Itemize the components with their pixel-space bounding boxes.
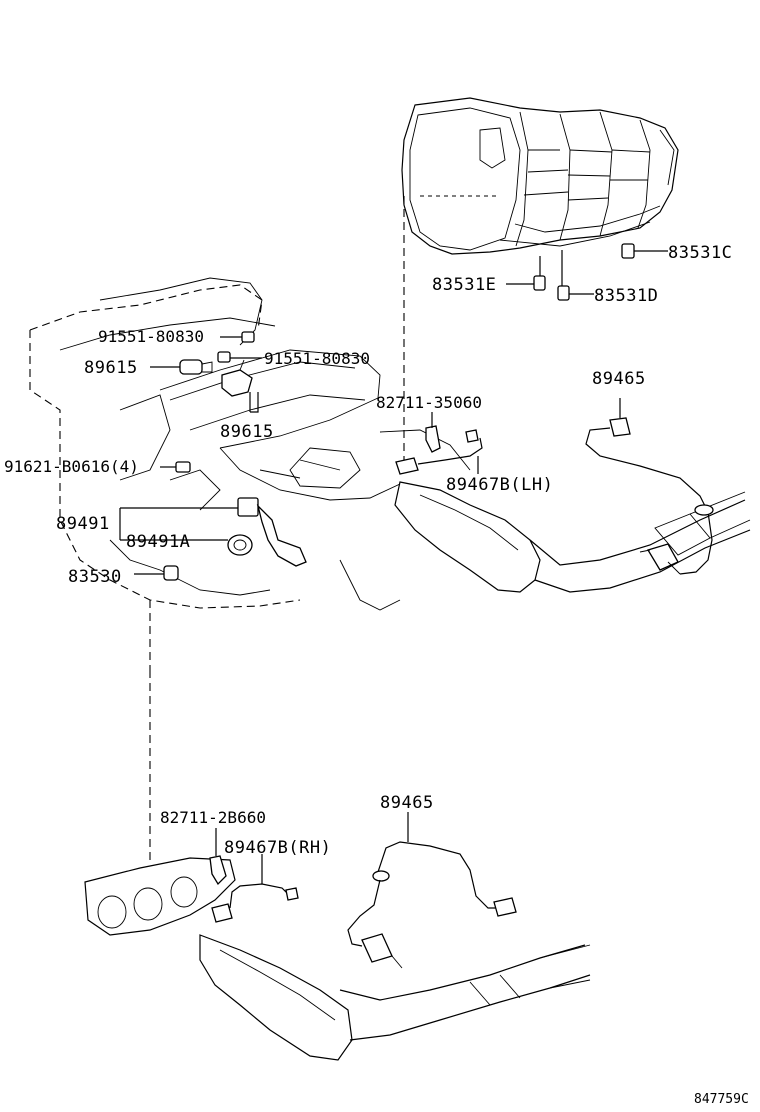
label-91551-80830-b: 91551-80830 [264,349,370,368]
sensor-89491 [119,497,307,567]
label-89615-a: 89615 [84,358,138,378]
label-89465-top: 89465 [592,369,646,389]
label-82711-2B660: 82711-2B660 [160,808,266,827]
bolt-91551-b [217,351,262,363]
bracket-82711-2B660 [209,828,227,886]
transmission-illustration [401,97,679,255]
sensor-89615-a [150,359,213,375]
label-89467B-RH: 89467B(RH) [224,838,331,858]
label-83531D: 83531D [594,286,658,306]
bolt-91551-a [220,331,255,343]
label-89491A: 89491A [126,532,190,552]
sensor-83531C [621,243,668,259]
engine-illustration [29,277,471,670]
label-89467B-LH: 89467B(LH) [446,475,553,495]
gasket-89491A [120,534,253,556]
label-91621-B0616: 91621-B0616(4) [4,457,139,476]
bolt-91621 [160,461,191,473]
sensor-89465-top [585,398,714,575]
exhaust-rh-illustration [84,857,591,1061]
sensor-89467B-LH [395,429,483,475]
sensor-83531E [506,256,546,291]
sensor-83531D [557,250,594,301]
label-89615-b: 89615 [220,422,274,442]
exhaust-lh-illustration [394,481,751,593]
label-83531C: 83531C [668,243,732,263]
label-89491: 89491 [56,514,110,534]
diagram-reference-number: 847759C [694,1092,749,1107]
label-83530: 83530 [68,567,122,587]
sensor-89467B-RH [211,854,299,923]
sensor-89465-bottom [347,812,517,969]
sensor-83530 [134,565,179,581]
sensor-89615-b [221,359,259,413]
bracket-82711-35060 [425,412,441,453]
label-89465-bottom: 89465 [380,793,434,813]
label-83531E: 83531E [432,275,496,295]
label-82711-35060: 82711-35060 [376,393,482,412]
label-91551-80830-a: 91551-80830 [98,327,204,346]
